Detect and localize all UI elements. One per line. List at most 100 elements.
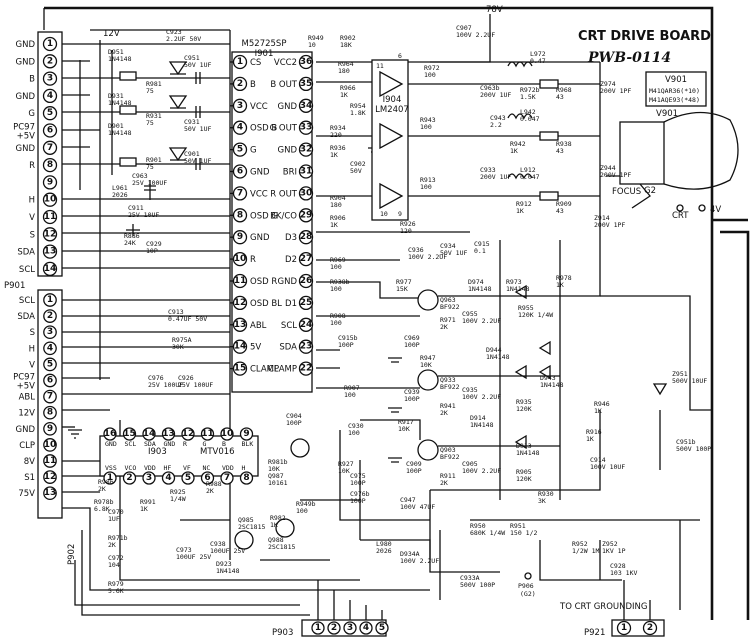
input-bus-wires [62,29,430,616]
i903-pin-label: GND [164,440,176,448]
component-value: 1.8K [350,109,366,117]
i904-amp-blue [379,70,404,98]
component-ref: R964 [338,60,354,68]
component-value: 2.2UF 50V [166,35,201,43]
i903-pin-number: 6 [204,473,210,483]
component-ref: R986 [98,478,114,486]
component-ref: R936 [330,144,346,152]
component-value: 1N4148 [470,421,494,429]
component-value: 2K [108,541,116,549]
component-value: 2K [206,487,214,495]
component-ref: R943 [420,116,436,124]
component-value: 75 [146,163,154,171]
i901-pin-label: R OUT [270,189,298,199]
component-ref: R973 [506,278,522,286]
p902-lower-pin-label: V [29,360,35,370]
component-ref: C923 [166,28,182,36]
component-ref: Z952 [602,540,618,548]
component-ref: R971 [440,316,456,324]
i903-pin-label: VF [183,464,191,472]
i903-pin-label: G [203,440,207,448]
i901-pin-label: OSD G [250,211,278,221]
component-value: 18K [340,41,352,49]
p903-pin-number: 2 [331,623,337,633]
component-ref: D974 [468,278,484,286]
p902-upper-pin-10: 10H [29,192,58,207]
component-ref: C915 [474,240,490,248]
component-value: 100P [350,497,366,505]
p902-upper-pin-number: 9 [47,177,53,187]
component-value: 6.8K [94,505,110,513]
i903-pin-10: 10B [220,427,234,448]
component-ref: R969 [330,256,346,264]
i901-pin-number: 27 [300,254,313,264]
v901-crt: CRT [672,211,689,221]
component-ref: Z974 [600,80,616,88]
component-ref: C901 [184,150,200,158]
component-value: 100UF 25V [210,547,245,555]
p902-upper-pin-label: G [28,109,35,119]
i901-pin-number: 1 [237,57,243,67]
component-value: 680K 1/4W [470,529,505,537]
p902-upper-pins: 1GND2GND3B4GND5G6PC97+5V7GND8R910H11V12S… [13,36,58,277]
component-ref: R971b [108,534,128,542]
p902-lower-pin-4: 4H [29,341,57,356]
i901-pin-label: GND [250,168,270,178]
p906-name: P906 [518,582,534,590]
component-value: 50V 1UF [184,157,211,165]
supply-12v: 12V [103,29,120,39]
i901-pin-label: G OUT [270,124,298,134]
p902-lower-pin-label: SDA [17,312,35,322]
p902-lower-pin-number: 10 [44,440,57,450]
component-ref: R913 [420,176,436,184]
i901-pin-label: BRI [283,168,297,178]
transistor-q903 [417,439,439,461]
bottom-wires [180,490,700,610]
i901-pin-label: CLAMP [268,365,297,375]
driver-transistors [234,220,712,550]
component-ref: L942 [520,108,536,116]
i901-pin-label: GND [278,277,298,287]
component-value: 1K [586,435,594,443]
component-ref: R978 [556,274,572,282]
component-value: 100 [348,429,360,437]
component-value: 2SC1815 [238,523,265,531]
component-value: 500V 10UF [672,377,707,385]
component-ref: C947 [400,496,416,504]
component-ref: R949 [308,34,324,42]
i903-pin-label: SCL [125,440,137,448]
component-ref: R954 [350,102,366,110]
i903-pin-number: 2 [126,473,132,483]
i903-pin-8: 8H [239,464,254,485]
